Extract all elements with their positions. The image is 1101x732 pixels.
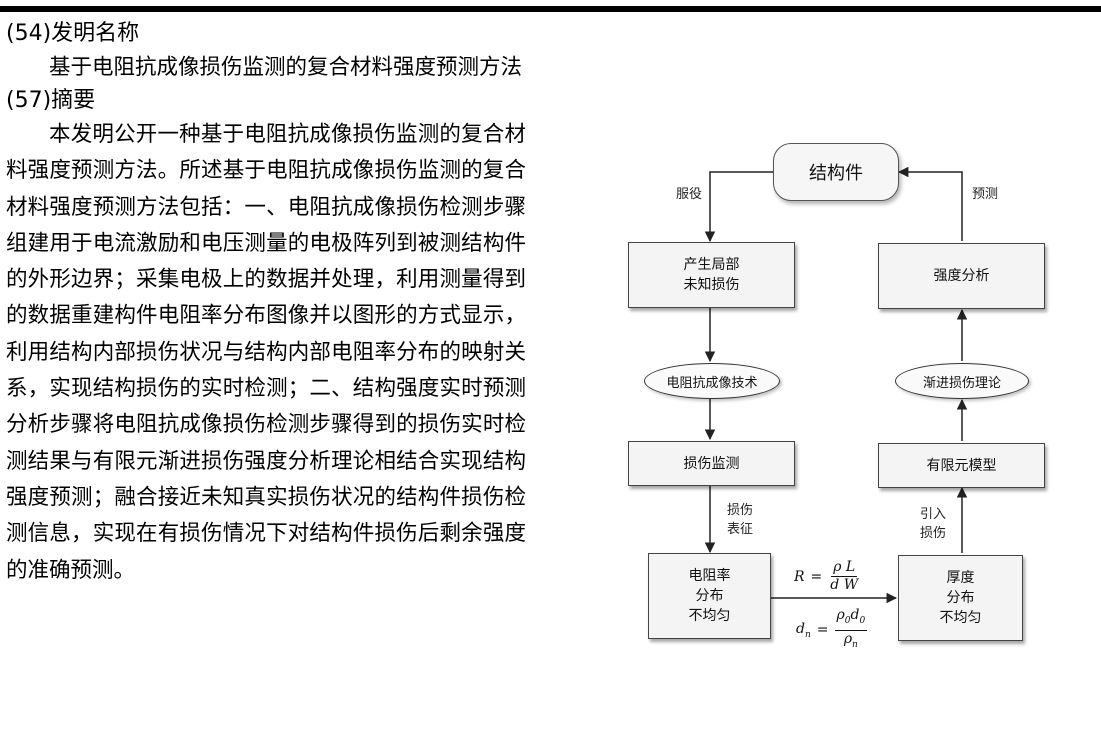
formula2-denominator: ρn [843, 630, 858, 650]
title-heading: (54)发明名称 [6, 21, 140, 46]
progressive-damage-ellipse: 渐进损伤理论 [895, 363, 1029, 399]
formula1-equals: = [810, 568, 823, 585]
formula2-fraction: ρ0d0 ρn [834, 607, 868, 654]
resistance-formula: R = ρ L d W [794, 559, 860, 594]
eit-ellipse: 电阻抗成像技术 [644, 363, 780, 399]
thickness-box-line2: 分布 [946, 590, 975, 606]
diagram-connectors [704, 166, 968, 604]
introduce-label: 引入 损伤 [918, 505, 948, 543]
formula1-lhs: R [794, 568, 805, 585]
thickness-formula: dn = ρ0d0 ρn [796, 607, 868, 654]
arrow-predict [897, 166, 963, 241]
resistivity-box-line1: 电阻率 [688, 568, 731, 584]
resistivity-box-line2: 分布 [695, 588, 724, 604]
formula2-lhs: dn [796, 620, 811, 640]
monitor-box: 损伤监测 [628, 441, 795, 486]
damage-box-line2: 未知损伤 [683, 277, 740, 293]
resistivity-box: 电阻率 分布 不均匀 [648, 553, 771, 639]
characterize-label-line2: 表征 [726, 522, 753, 537]
formula1-numerator: ρ L [831, 559, 858, 577]
structure-node: 结构件 [773, 143, 899, 201]
fem-box: 有限元模型 [878, 443, 1045, 488]
introduce-label-line1: 引入 [919, 507, 946, 522]
invention-title: 基于电阻抗成像损伤监测的复合材料强度预测方法 [49, 55, 523, 80]
predict-label: 预测 [971, 187, 998, 202]
formula1-denominator: d W [830, 577, 859, 593]
flow-diagram: 结构件 服役 预测 产生局部 未知损伤 电阻抗成像技术 损伤监测 损伤 表征 电… [590, 125, 1100, 665]
formula2-equals: = [816, 622, 829, 639]
top-rule [0, 6, 1101, 12]
formula1-fraction: ρ L d W [828, 559, 860, 594]
arrow-service [704, 171, 773, 243]
characterize-label-line1: 损伤 [726, 503, 753, 518]
service-label: 服役 [675, 187, 702, 202]
thickness-box: 厚度 分布 不均匀 [898, 555, 1023, 641]
abstract-text: 本发明公开一种基于电阻抗成像损伤监测的复合材料强度预测方法。所述基于电阻抗成像损… [6, 122, 526, 583]
abstract-heading: (57)摘要 [6, 88, 96, 113]
introduce-label-line2: 损伤 [919, 526, 946, 541]
formula2-numerator: ρ0d0 [834, 607, 868, 631]
thickness-box-line1: 厚度 [946, 570, 975, 586]
damage-box: 产生局部 未知损伤 [628, 242, 795, 308]
strength-box: 强度分析 [878, 243, 1045, 309]
characterize-label: 损伤 表征 [725, 501, 755, 539]
document-text-column: (54)发明名称 基于电阻抗成像损伤监测的复合材料强度预测方法 (57)摘要 本… [6, 18, 526, 589]
thickness-box-line3: 不均匀 [939, 610, 982, 626]
damage-box-line1: 产生局部 [683, 257, 740, 273]
resistivity-box-line3: 不均匀 [688, 608, 731, 624]
